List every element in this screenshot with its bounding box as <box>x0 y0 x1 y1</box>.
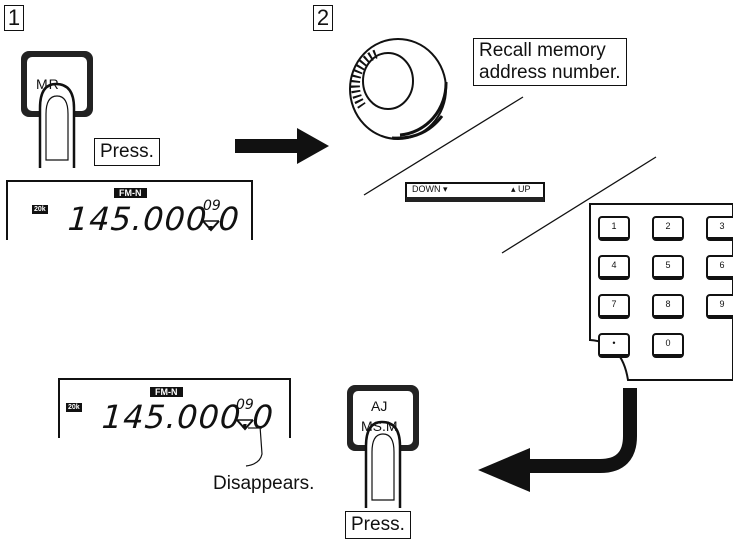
keypad-key-label: 9 <box>719 299 725 309</box>
press-callout-step1: Press. <box>94 138 160 166</box>
keypad-key: 7 <box>598 294 630 319</box>
keypad-key: 9 <box>706 294 733 319</box>
lcd-mode-indicator-bottom: FM-N <box>150 387 183 397</box>
keypad-key: 2 <box>652 216 684 241</box>
lcd-mode-indicator-top: FM-N <box>114 188 147 198</box>
keypad-key: • <box>598 333 630 358</box>
keypad-key-label: • <box>612 338 616 348</box>
arrow-right-icon <box>235 128 329 164</box>
lcd-channel-top: 09 <box>203 198 221 214</box>
keypad-key-label: 4 <box>611 260 617 270</box>
step-number-2: 2 <box>313 5 333 31</box>
keypad-key: 3 <box>706 216 733 241</box>
memory-mark-icon-bottom <box>236 419 254 431</box>
keypad-key: 6 <box>706 255 733 280</box>
dial-knob-illustration <box>349 38 448 140</box>
callout-line-1: Recall memory <box>479 40 606 61</box>
step-number-1: 1 <box>4 5 24 31</box>
lcd-display-frame-bottom <box>58 378 291 438</box>
lcd-channel-bottom: 09 <box>236 397 254 413</box>
curved-arrow-icon <box>478 388 637 492</box>
divider-lines <box>363 96 657 254</box>
disappears-pointer <box>245 425 263 467</box>
switch-up-label: ▴ UP <box>511 184 531 194</box>
keypad-key: 0 <box>652 333 684 358</box>
keypad-key-label: 2 <box>665 221 671 231</box>
press-callout-step3: Press. <box>345 511 411 539</box>
mr-button-illustration <box>21 51 93 168</box>
keypad-key: 5 <box>652 255 684 280</box>
keypad-key: 1 <box>598 216 630 241</box>
disappears-label: Disappears. <box>213 473 315 494</box>
keypad-key-label: 1 <box>611 221 617 231</box>
up-down-switch <box>405 182 545 202</box>
lcd-step-indicator-top: 20k <box>32 205 48 214</box>
ajmsm-button-illustration <box>347 385 419 508</box>
keypad-key-label: 8 <box>665 299 671 309</box>
lcd-step-indicator-bottom: 20k <box>66 403 82 412</box>
recall-memory-callout: Recall memory address number. <box>473 38 627 86</box>
keypad-key: 8 <box>652 294 684 319</box>
msm-label: MS.M <box>361 418 398 434</box>
callout-line-2: address number. <box>479 62 621 83</box>
memory-mark-icon-top <box>202 220 220 232</box>
switch-down-label: DOWN ▾ <box>412 184 448 194</box>
keypad-key-label: 5 <box>665 260 671 270</box>
mr-button-label: MR <box>36 76 60 92</box>
keypad-key: 4 <box>598 255 630 280</box>
keypad-key-label: 6 <box>719 260 725 270</box>
keypad-key-label: 0 <box>665 338 671 348</box>
aj-label: AJ <box>371 398 388 414</box>
lcd-display-frame-top <box>6 180 253 240</box>
keypad-key-label: 7 <box>611 299 617 309</box>
keypad-key-label: 3 <box>719 221 725 231</box>
